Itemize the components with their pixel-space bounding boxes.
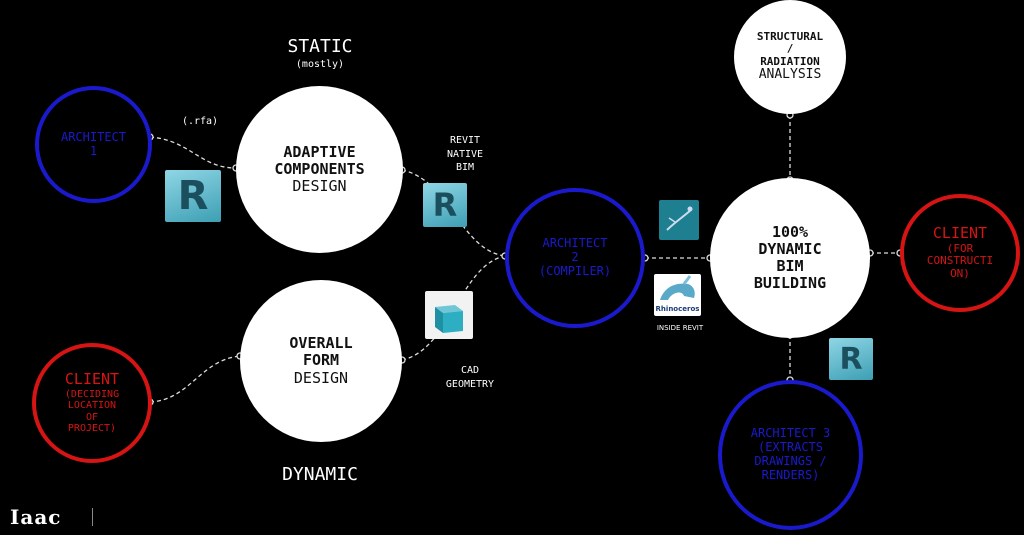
inside-revit-label: INSIDE REVIT [656,324,704,332]
rfa-label: (.rfa) [181,116,219,127]
static-heading: STATIC [287,36,353,57]
node-client-for-construction[interactable]: CLIENT (FOR CONSTRUCTI ON) [900,194,1020,312]
dynamic-heading: DYNAMIC [282,464,358,485]
revit-icon: R [423,183,467,227]
cad-geometry-label: CAD GEOMETRY [445,365,495,390]
cube-icon [425,291,473,339]
swimmer-icon [659,200,699,240]
connector-architect1-adaptive [149,136,237,169]
node-dynamic-bim-building[interactable]: 100% DYNAMIC BIM BUILDING [710,178,870,338]
revit-icon: R [165,170,221,222]
logo-divider [92,508,93,526]
node-structural-radiation-analysis[interactable]: STRUCTURAL / RADIATION ANALYSIS [734,0,846,114]
iaac-logo: Iaac [10,505,62,529]
rhino-label: Rhinoceros [655,305,700,313]
rhino-icon: Rhinoceros [654,274,701,316]
revit-native-bim-label: REVIT NATIVE BIM [446,135,484,173]
node-architect-1[interactable]: ARCHITECT 1 [35,86,152,203]
connector-client1-overall [149,355,241,403]
node-architect-2-compiler[interactable]: ARCHITECT 2 (COMPILER) [505,188,645,328]
revit-icon: R [829,338,873,380]
node-architect-3-extracts[interactable]: ARCHITECT 3 (EXTRACTS DRAWINGS / RENDERS… [718,380,863,530]
static-subheading: (mostly) [295,59,345,70]
node-adaptive-components-design[interactable]: ADAPTIVE COMPONENTS DESIGN [236,86,403,253]
node-overall-form-design[interactable]: OVERALL FORM DESIGN [240,280,402,442]
node-client-deciding-location[interactable]: CLIENT (DECIDING LOCATION OF PROJECT) [32,343,152,463]
connector-overall-architect2 [401,255,506,361]
